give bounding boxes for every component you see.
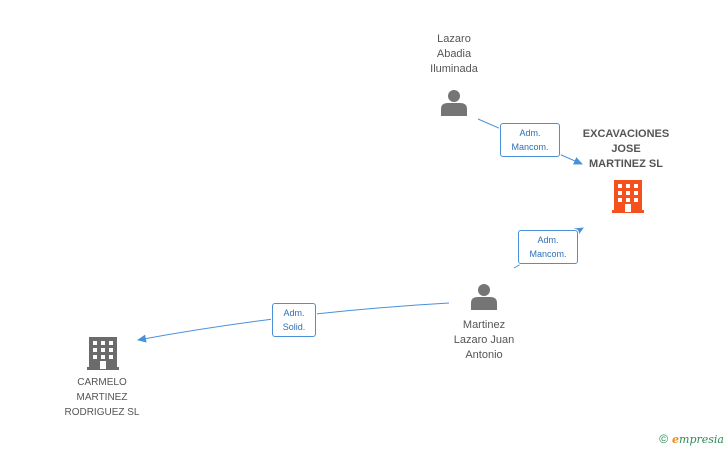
edge-label-adm-mancom: Adm. Mancom.: [500, 123, 560, 157]
person-icon[interactable]: [471, 284, 497, 310]
node-label-carmelo[interactable]: CARMELO MARTINEZ RODRIGUEZ SL: [64, 377, 140, 418]
building-icon[interactable]: [87, 337, 119, 370]
node-label-lazaro[interactable]: Lazaro Abadia Iluminada: [430, 33, 478, 75]
empresia-logo[interactable]: empresia: [672, 432, 724, 446]
building-icon[interactable]: [612, 180, 644, 213]
footer-brand: © empresia: [659, 432, 724, 446]
node-label-martinez[interactable]: Martinez Lazaro Juan Antonio: [453, 319, 515, 361]
edge-label-adm-solid: Adm. Solid.: [272, 303, 316, 337]
copyright-symbol: ©: [659, 432, 669, 446]
person-icon[interactable]: [441, 90, 467, 116]
node-label-excavaciones[interactable]: EXCAVACIONES JOSE MARTINEZ SL: [582, 128, 670, 170]
edge-label-adm-mancom: Adm. Mancom.: [518, 230, 578, 264]
